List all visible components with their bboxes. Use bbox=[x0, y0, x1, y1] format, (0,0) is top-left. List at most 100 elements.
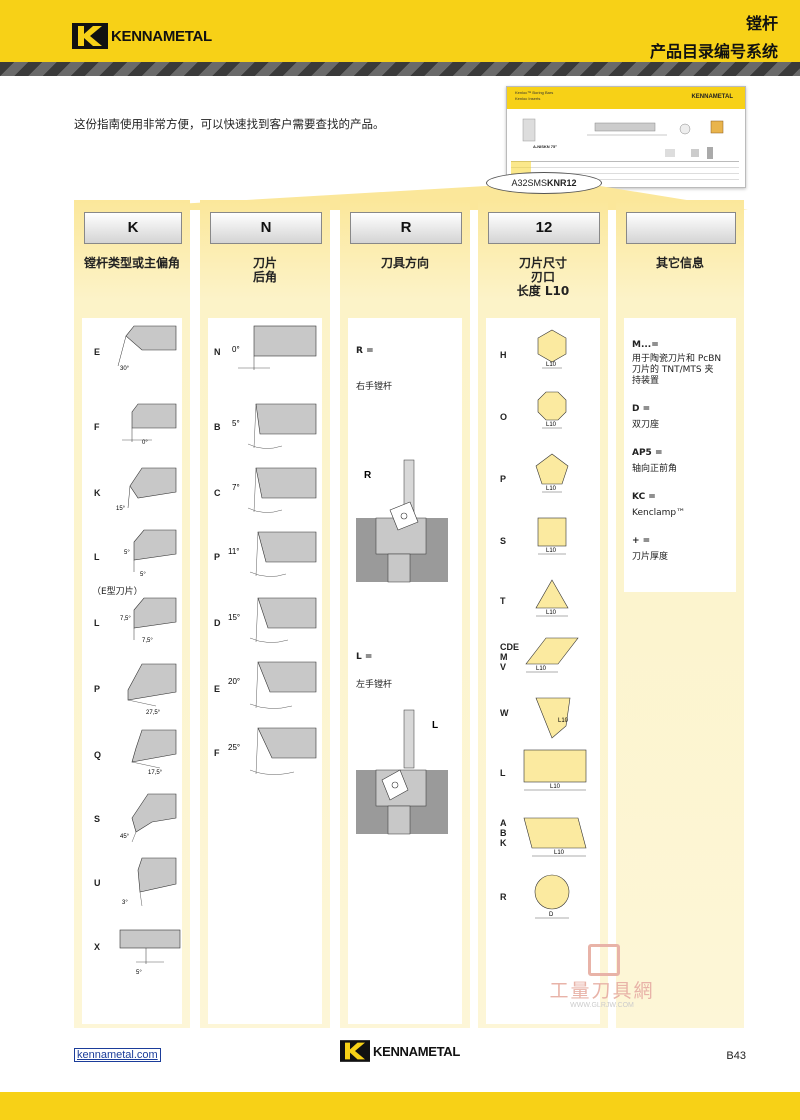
column-other-panel bbox=[624, 318, 736, 592]
size-row-abk: A B K bbox=[500, 818, 507, 848]
k-row-x: X bbox=[94, 942, 101, 952]
k-l2-angle: 7,5° bbox=[120, 616, 131, 622]
n-f-angle: 25° bbox=[228, 743, 240, 752]
k-row-q: Q bbox=[94, 750, 102, 760]
k-angle-diagrams: 30° 0° 15° 5° 5° 7,5° 7,5° 27,5° 17,5° 4… bbox=[116, 325, 181, 976]
column-n-label: 刀片 后角 bbox=[252, 256, 277, 284]
header-band bbox=[0, 0, 800, 62]
k-row-l1-note: （E型刀片） bbox=[92, 587, 143, 597]
footer-logo: KENNAMETAL bbox=[340, 1040, 460, 1062]
k-row-p: P bbox=[94, 684, 101, 694]
footer-brand-name: KENNAMETAL bbox=[373, 1043, 461, 1059]
n-row-n: N bbox=[214, 347, 221, 357]
k-l2-angle2: 7,5° bbox=[142, 638, 153, 644]
k-p-angle: 27,5° bbox=[146, 710, 161, 716]
catalog-thumbnail: Kenloc™ Boring Bars Kenloc Inserts KENNA… bbox=[506, 86, 746, 188]
size-r-dim: D bbox=[549, 912, 554, 918]
other-kc-desc: Kenclamp™ bbox=[632, 508, 686, 518]
column-k-panel: 30° 0° 15° 5° 5° 7,5° 7,5° 27,5° 17,5° 4… bbox=[82, 318, 182, 1024]
column-k-label: 镗杆类型或主偏角 bbox=[83, 256, 180, 270]
example-code-callout: A32SMSKNR12 bbox=[486, 172, 602, 194]
r-left-diagram-label: L bbox=[432, 720, 438, 731]
title-line2: 产品目录编号系统 bbox=[649, 44, 778, 61]
column-n: N 刀片 后角 0° 5° 7° 11 bbox=[200, 200, 330, 1028]
r-right-desc: 右手镗杆 bbox=[356, 382, 393, 392]
watermark-url: WWW.GLRJW.COM bbox=[570, 1002, 634, 1009]
size-row-t: T bbox=[500, 596, 506, 606]
n-row-b: B bbox=[214, 422, 221, 432]
r-left-desc: 左手镗杆 bbox=[356, 680, 393, 690]
size-t-dim: L10 bbox=[546, 610, 557, 616]
example-code-highlight: KNR12 bbox=[547, 178, 577, 188]
k-f-angle: 0° bbox=[142, 440, 148, 446]
n-row-e: E bbox=[214, 684, 221, 694]
n-row-d: D bbox=[214, 618, 221, 628]
k-row-e: E bbox=[94, 347, 101, 357]
other-d-code: D = bbox=[632, 404, 651, 414]
watermark: 工量刀具網 WWW.GLRJW.COM bbox=[532, 944, 672, 1014]
brand-logo: KENNAMETAL bbox=[72, 22, 212, 50]
size-row-h: H bbox=[500, 350, 507, 360]
footer-website-link[interactable]: kennametal.com bbox=[74, 1048, 161, 1062]
example-code-prefix: A32SMS bbox=[511, 178, 547, 188]
k-e-angle: 30° bbox=[120, 366, 130, 372]
size-abk-dim: L10 bbox=[554, 850, 565, 856]
catalog-thumb-line2: Kenloc Inserts bbox=[515, 96, 541, 101]
catalog-thumb-line1: Kenloc™ Boring Bars bbox=[515, 90, 554, 95]
size-cde-dim: L10 bbox=[536, 666, 547, 672]
size-w-dim: L10 bbox=[558, 718, 569, 724]
k-x-angle: 5° bbox=[136, 970, 142, 976]
n-p-angle: 11° bbox=[228, 547, 240, 556]
column-size-code: 12 bbox=[488, 212, 600, 244]
column-k-code: K bbox=[84, 212, 182, 244]
footer-band bbox=[0, 1092, 800, 1120]
page-number: B43 bbox=[726, 1050, 746, 1062]
r-right-code: R = bbox=[356, 346, 374, 356]
k-l1-angle2: 5° bbox=[140, 572, 146, 578]
column-other-label: 其它信息 bbox=[655, 256, 704, 270]
other-m-code: M...= bbox=[632, 340, 659, 350]
catalog-thumb-header: Kenloc™ Boring Bars Kenloc Inserts KENNA… bbox=[507, 87, 745, 109]
column-r-panel: R L bbox=[348, 318, 462, 1024]
k-row-l1: L bbox=[94, 552, 100, 562]
title-line1: 镗杆 bbox=[745, 16, 778, 33]
r-left-code: L = bbox=[356, 652, 373, 662]
n-d-angle: 15° bbox=[228, 613, 240, 622]
column-size: 12 刀片尺寸 刃口 长度 L10 bbox=[478, 200, 608, 1028]
k-k-angle: 15° bbox=[116, 506, 126, 512]
size-s-dim: L10 bbox=[546, 548, 557, 554]
catalog-thumb-section: A-NISKN 75° bbox=[533, 144, 557, 149]
column-other: 其它信息 M...= 用于陶瓷刀片和 PcBN 刀片的 TNT/MTS 夹 持装… bbox=[616, 200, 744, 1028]
n-c-angle: 7° bbox=[232, 483, 240, 492]
size-o-dim: L10 bbox=[546, 422, 557, 428]
watermark-text: 工量刀具網 bbox=[549, 980, 655, 1002]
k-q-angle: 17,5° bbox=[148, 770, 163, 776]
k-u-angle: 3° bbox=[122, 900, 128, 906]
n-n-angle: 0° bbox=[232, 345, 240, 354]
column-other-code bbox=[626, 212, 736, 244]
intro-text: 这份指南使用非常方便，可以快速找到客户需要查找的产品。 bbox=[74, 117, 385, 131]
r-direction-diagrams: R L bbox=[356, 459, 448, 835]
r-right-diagram-label: R bbox=[364, 470, 372, 481]
column-r: R 刀具方向 R L R = 右手镗杆 L = 左手镗杆 bbox=[340, 200, 470, 1028]
footer-k-icon bbox=[340, 1040, 370, 1062]
watermark-logo-icon bbox=[588, 944, 620, 976]
size-row-s: S bbox=[500, 536, 507, 546]
size-row-cde: CDE M V bbox=[500, 642, 520, 672]
column-k: K 镗杆类型或主偏角 bbox=[74, 200, 190, 1028]
n-e-angle: 20° bbox=[228, 677, 240, 686]
k-l1-angle: 5° bbox=[124, 550, 130, 556]
k-row-u: U bbox=[94, 878, 101, 888]
other-plus-desc: 刀片厚度 bbox=[632, 552, 669, 562]
size-l-dim: L10 bbox=[550, 784, 561, 790]
k-row-l2: L bbox=[94, 618, 100, 628]
insert-shape-diagrams: L10 L10 L10 L10 L10 L10 L10 L10 L10 D bbox=[523, 329, 587, 919]
k-s-angle: 45° bbox=[120, 834, 130, 840]
other-kc-code: KC = bbox=[632, 492, 656, 502]
n-clearance-diagrams: 0° 5° 7° 11° 15° 20° 25° bbox=[228, 325, 317, 775]
other-ap5-desc: 轴向正前角 bbox=[632, 464, 678, 474]
k-row-k: K bbox=[94, 488, 101, 498]
size-row-p: P bbox=[500, 474, 507, 484]
kennametal-k-icon bbox=[72, 23, 108, 49]
page-title: 镗杆 产品目录编号系统 bbox=[650, 10, 778, 62]
